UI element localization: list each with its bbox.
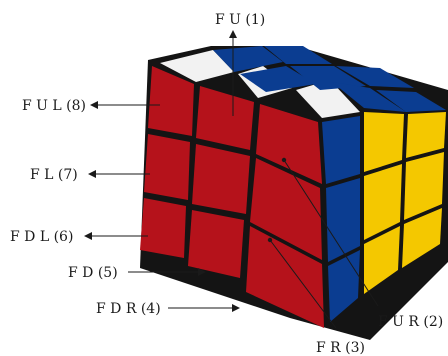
top-blue-7 [376, 90, 446, 112]
arrowhead-fdl-icon [84, 232, 92, 240]
label-fdl: F D L (6) [10, 229, 73, 245]
front-face [140, 66, 324, 328]
front-fdr [246, 226, 324, 328]
arrow-fur [283, 159, 379, 307]
arrowhead-fl-icon [88, 170, 96, 178]
label-fr: F R (3) [316, 340, 365, 356]
right-yellow-5 [364, 226, 400, 294]
front-fu [196, 86, 254, 150]
right-blue-col-1 [322, 116, 360, 184]
arrowhead-fu-icon [229, 30, 237, 38]
annotations: F U (1) F U L (8) F L (7) F D L (6) F D … [10, 12, 443, 356]
right-yellow-4 [404, 152, 444, 220]
top-face [160, 46, 446, 118]
front-fr-upper [250, 158, 322, 260]
front-fdl [140, 198, 186, 258]
arrowhead-fdr-icon [232, 304, 240, 312]
front-fur [256, 104, 322, 184]
label-ful: F U L (8) [22, 98, 86, 114]
front-fl [144, 134, 190, 200]
front-ful [148, 66, 194, 136]
top-blue-5 [336, 66, 414, 88]
front-center [192, 144, 250, 214]
top-blue-3 [240, 66, 316, 92]
arrowhead-fd-icon [198, 268, 206, 276]
arrowhead-ful-icon [90, 101, 98, 109]
top-blue-6 [332, 82, 406, 112]
cube [140, 46, 448, 340]
right-yellow-2 [406, 112, 446, 158]
top-row-white-1 [160, 50, 234, 82]
right-face [322, 112, 446, 322]
right-yellow-1 [364, 112, 404, 172]
dot-fr-icon [267, 237, 273, 243]
right-yellow-6 [402, 208, 442, 268]
label-fd: F D (5) [68, 265, 118, 281]
top-blue-1 [213, 46, 283, 72]
label-fur: F U R (2) [378, 314, 443, 330]
label-fu: F U (1) [215, 12, 265, 28]
top-row-white-3 [296, 80, 360, 118]
top-blue-2 [264, 46, 332, 64]
top-blue-4 [290, 66, 366, 90]
dot-fur-icon [281, 157, 287, 163]
right-blue-col-3 [328, 250, 360, 322]
front-fd [188, 210, 244, 278]
right-blue-col-2 [326, 178, 360, 262]
arrow-fr [269, 239, 337, 329]
label-fdr: F D R (4) [96, 301, 161, 317]
right-yellow-3 [364, 164, 402, 240]
label-fl: F L (7) [30, 167, 78, 183]
